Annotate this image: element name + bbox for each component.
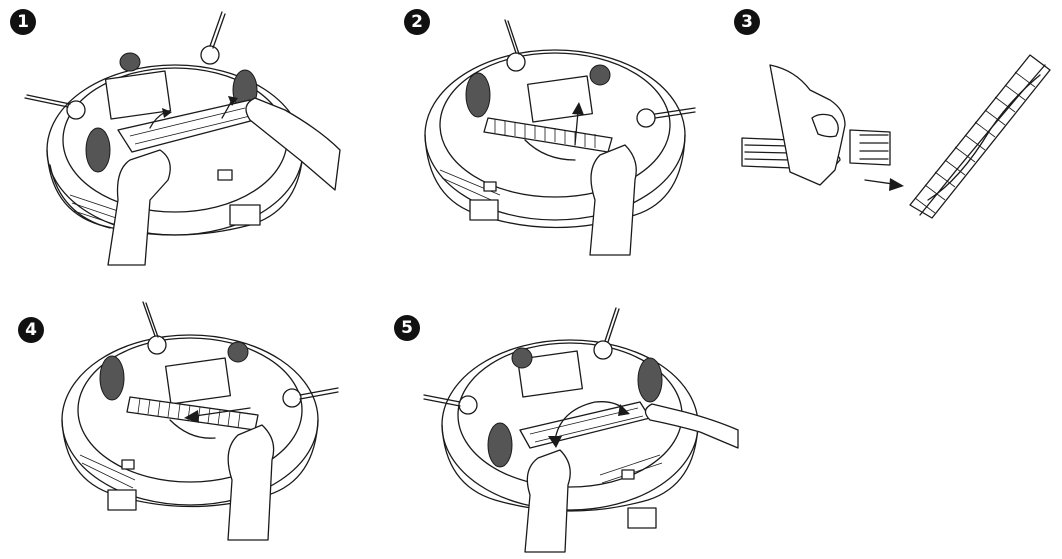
wheel-icon: [487, 347, 663, 468]
side-brush-icon: [142, 301, 339, 408]
side-brush-icon: [24, 11, 226, 120]
hand-icon: [524, 403, 739, 553]
step-1-badge: 1: [10, 9, 36, 35]
wheel-icon: [99, 341, 249, 401]
hand-icon: [107, 97, 341, 266]
hand-icon: [769, 64, 846, 186]
step-4-badge: 4: [18, 317, 44, 343]
rotate-arrow-icon: [548, 401, 630, 448]
hand-icon: [589, 144, 637, 256]
left-arrow-icon: [184, 407, 251, 423]
wheel-icon: [465, 64, 611, 118]
side-brush-icon: [423, 307, 620, 415]
right-arrow-icon: [864, 178, 904, 191]
step-5-badge: 5: [394, 315, 420, 341]
roller-brush-icon: [909, 54, 1051, 219]
step-3-badge: 3: [734, 9, 760, 35]
step-2-badge: 2: [404, 9, 430, 35]
up-arrow-icon: [572, 102, 584, 146]
side-brush-icon: [504, 19, 696, 128]
hand-icon: [227, 424, 275, 541]
